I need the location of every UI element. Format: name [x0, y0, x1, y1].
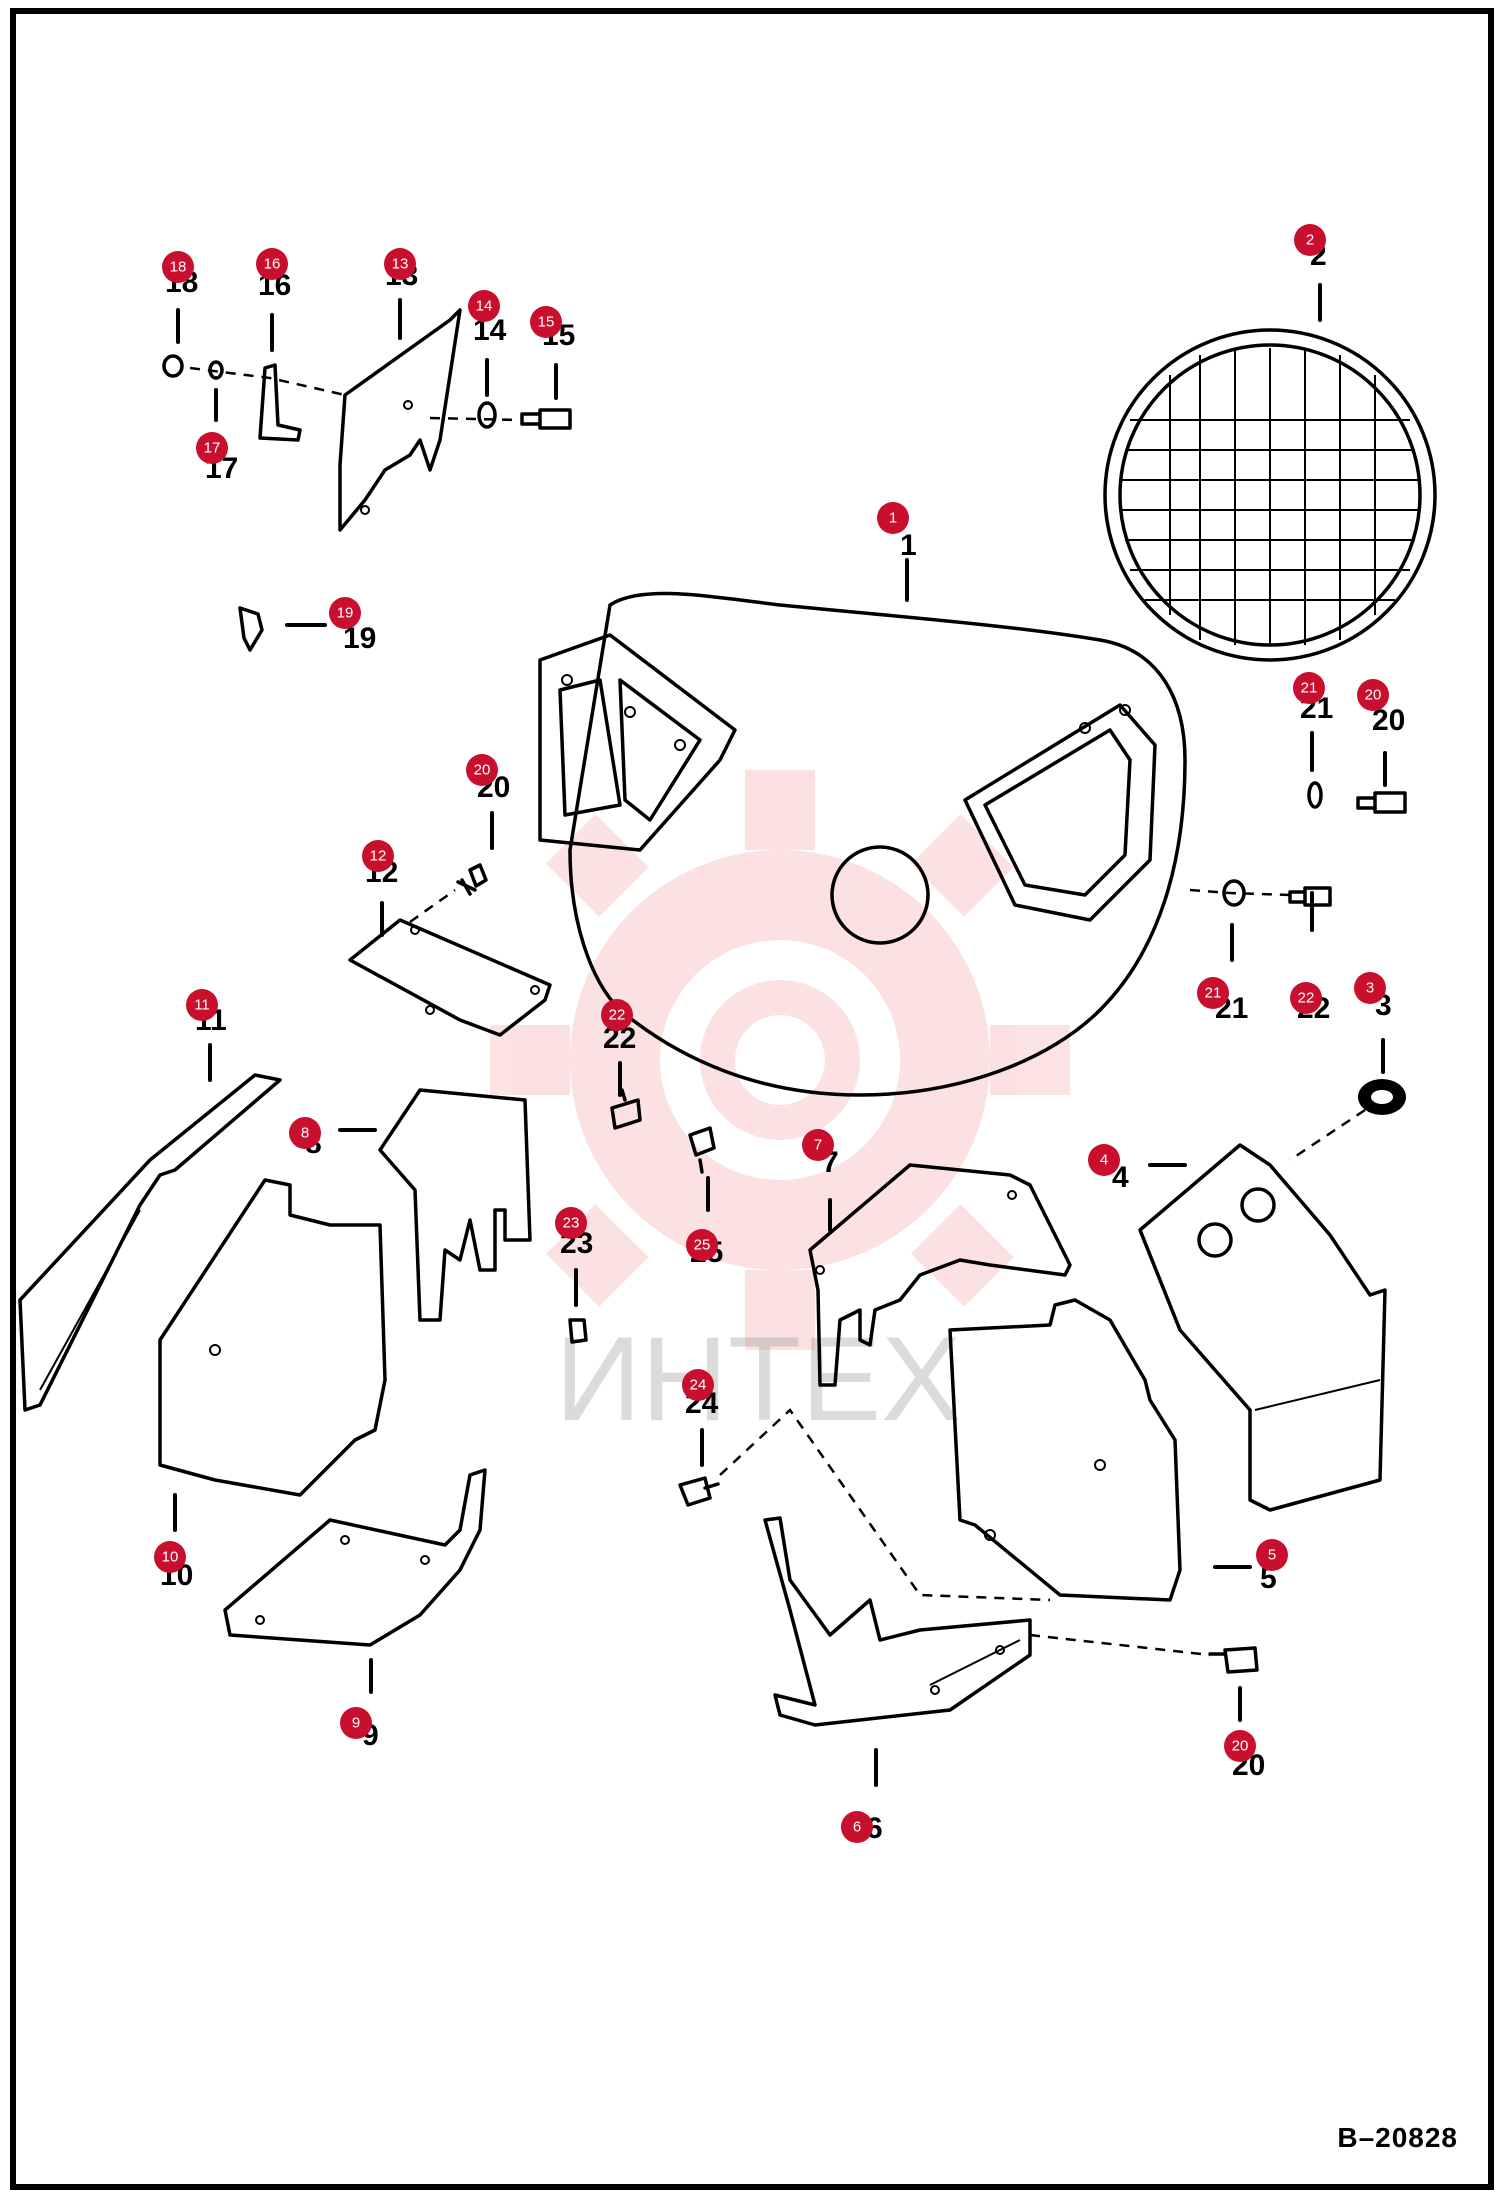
part-1-cover: [538, 591, 1187, 1097]
svg-text:9: 9: [352, 1715, 360, 1732]
svg-text:10: 10: [162, 1549, 179, 1566]
part-9-bottom-plate: [223, 1468, 487, 1647]
callout-badge-18[interactable]: 18: [162, 251, 194, 283]
callout-badge-1[interactable]: 1: [877, 502, 909, 534]
callout-badge-22a[interactable]: 22: [1290, 982, 1322, 1014]
svg-text:5: 5: [1268, 1547, 1276, 1564]
callout-badge-24[interactable]: 24: [682, 1369, 714, 1401]
svg-text:1: 1: [889, 510, 897, 527]
callout-badge-21b[interactable]: 21: [1197, 977, 1229, 1009]
callout-badge-14[interactable]: 14: [468, 290, 500, 322]
part-5-side-panel: [948, 1298, 1182, 1602]
svg-text:25: 25: [694, 1237, 711, 1254]
svg-text:22: 22: [1298, 990, 1315, 1007]
callout-badge-6[interactable]: 6: [841, 1811, 873, 1843]
svg-text:11: 11: [194, 997, 210, 1014]
callout-badge-23[interactable]: 23: [555, 1207, 587, 1239]
callout-badge-5[interactable]: 5: [1256, 1539, 1288, 1571]
part-3-grommet: [1358, 1079, 1406, 1115]
callout-badge-10[interactable]: 10: [154, 1541, 186, 1573]
leader-lines: [173, 283, 1387, 1787]
svg-text:18: 18: [170, 259, 187, 276]
callout-number: 1: [900, 529, 917, 562]
svg-text:12: 12: [370, 848, 387, 865]
svg-text:21: 21: [1301, 680, 1318, 697]
callout-badge-12[interactable]: 12: [362, 840, 394, 872]
svg-text:20: 20: [474, 762, 491, 779]
part-13-plate: [338, 308, 462, 532]
watermark-logo: [490, 770, 1070, 1350]
callout-badge-20a[interactable]: 20: [466, 754, 498, 786]
callout-badge-20b[interactable]: 20: [1357, 679, 1389, 711]
callout-badges: 1 2 3 4 5 6 7 8 9 10 11 12 13 14 15 16 1…: [154, 224, 1389, 1843]
svg-text:16: 16: [264, 256, 281, 273]
svg-text:20: 20: [1232, 1738, 1249, 1755]
svg-text:7: 7: [814, 1137, 822, 1154]
svg-text:4: 4: [1100, 1152, 1108, 1169]
callout-badge-3[interactable]: 3: [1354, 972, 1386, 1004]
callout-badge-16[interactable]: 16: [256, 248, 288, 280]
svg-text:20: 20: [1365, 687, 1382, 704]
svg-text:22: 22: [609, 1007, 626, 1024]
svg-text:15: 15: [538, 314, 555, 331]
svg-text:23: 23: [563, 1215, 580, 1232]
callout-badge-19[interactable]: 19: [329, 597, 361, 629]
callout-badge-17[interactable]: 17: [196, 432, 228, 464]
callout-badge-7[interactable]: 7: [802, 1129, 834, 1161]
callout-badge-11[interactable]: 11: [186, 989, 218, 1021]
svg-text:2: 2: [1306, 232, 1314, 249]
drawing-id: B–20828: [1337, 2122, 1458, 2153]
callout-badge-21a[interactable]: 21: [1293, 672, 1325, 704]
part-16-l-bracket: [258, 363, 302, 442]
svg-text:3: 3: [1366, 980, 1374, 997]
callout-badge-8[interactable]: 8: [289, 1117, 321, 1149]
part-10-side-panel: [158, 1178, 387, 1497]
part-12-plate: [348, 918, 552, 1037]
svg-text:8: 8: [301, 1125, 309, 1142]
callout-badge-4[interactable]: 4: [1088, 1144, 1120, 1176]
svg-text:6: 6: [853, 1819, 861, 1836]
callout-badge-15[interactable]: 15: [530, 306, 562, 338]
callout-badge-22b[interactable]: 22: [601, 999, 633, 1031]
callout-badge-13[interactable]: 13: [384, 248, 416, 280]
hardware-fasteners: [162, 354, 1407, 1674]
part-7-bracket: [808, 1163, 1072, 1387]
watermark-text: ИНТЕХ: [555, 1312, 961, 1446]
svg-text:21: 21: [1205, 985, 1222, 1002]
part-11-bracket: [18, 1073, 282, 1412]
svg-text:19: 19: [337, 605, 354, 622]
svg-text:17: 17: [204, 440, 221, 457]
svg-text:13: 13: [392, 256, 409, 273]
part-2-grille: [1103, 328, 1437, 662]
svg-text:24: 24: [690, 1377, 707, 1394]
callout-badge-9[interactable]: 9: [340, 1707, 372, 1739]
part-6-bottom-plate: [763, 1516, 1032, 1727]
part-4-panel: [1138, 1143, 1387, 1512]
part-8-bracket: [378, 1088, 532, 1322]
assembly-lines: [189, 366, 1366, 1657]
callout-badge-2[interactable]: 2: [1294, 224, 1326, 256]
svg-text:14: 14: [476, 298, 493, 315]
callout-badge-25[interactable]: 25: [686, 1229, 718, 1261]
callout-badge-20c[interactable]: 20: [1224, 1730, 1256, 1762]
